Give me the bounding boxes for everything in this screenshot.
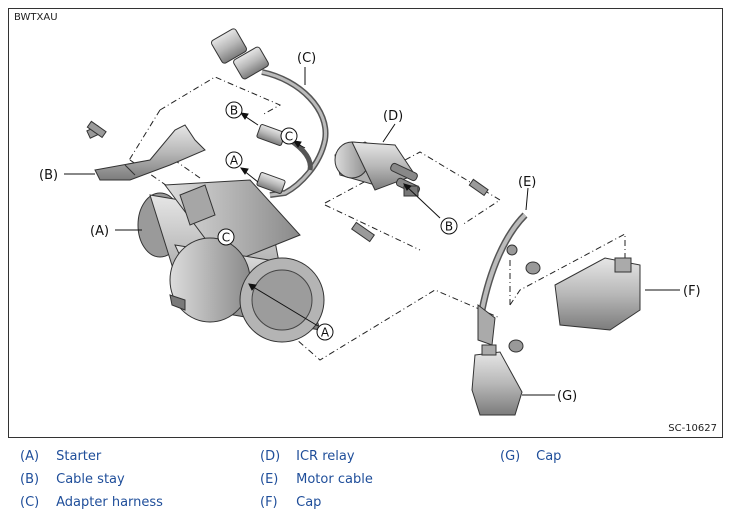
legend-item-d: (D) ICR relay — [260, 449, 355, 464]
legend-item-c: (C) Adapter harness — [20, 495, 163, 510]
figure-code-top-left: BWTXAU — [14, 12, 58, 23]
legend-label: ICR relay — [296, 449, 355, 464]
callout-d: (D) — [383, 109, 403, 124]
diagram-frame: BWTXAU SC-10627 — [8, 8, 723, 438]
legend-key: (G) — [500, 449, 521, 464]
cap-g — [471, 344, 523, 416]
starter-motor — [137, 179, 325, 343]
adapter-harness — [210, 28, 329, 198]
marker-c-starter: C — [222, 231, 230, 245]
exploded-view-diagram: (A) (B) (C) (D) (E) (F) (G) B A C C B A — [39, 28, 701, 416]
indicator-arrows — [239, 112, 441, 327]
icr-relay — [334, 141, 421, 197]
callout-b: (B) — [39, 168, 58, 183]
legend-key: (C) — [20, 495, 40, 510]
legend-label: Cap — [536, 449, 562, 464]
legend-label: Cap — [296, 495, 322, 510]
figure-code-bottom-right: SC-10627 — [668, 423, 717, 434]
legend-label: Starter — [56, 449, 102, 464]
callout-f: (F) — [683, 284, 701, 299]
callout-g: (G) — [557, 389, 577, 404]
cap-f — [554, 257, 641, 331]
legend-label: Cable stay — [56, 472, 125, 487]
marker-a-harness: A — [230, 154, 239, 168]
legend-item-g: (G) Cap — [500, 449, 561, 464]
legend-item-e: (E) Motor cable — [260, 472, 373, 487]
marker-b-harness: B — [230, 104, 238, 118]
parts-legend: (A) Starter (B) Cable stay (C) Adapter h… — [0, 442, 733, 519]
marker-a-starter: A — [321, 326, 330, 340]
legend-item-f: (F) Cap — [260, 495, 321, 510]
connection-markers — [217, 101, 458, 341]
marker-b-relay: B — [445, 220, 453, 234]
legend-key: (F) — [260, 495, 278, 510]
legend-item-a: (A) Starter — [20, 449, 101, 464]
callout-e: (E) — [518, 175, 536, 190]
marker-c-harness: C — [285, 130, 293, 144]
callout-c: (C) — [297, 51, 316, 66]
callout-a: (A) — [90, 224, 109, 239]
legend-key: (E) — [260, 472, 279, 487]
legend-item-b: (B) Cable stay — [20, 472, 125, 487]
legend-key: (B) — [20, 472, 40, 487]
legend-key: (D) — [260, 449, 281, 464]
bolts — [86, 120, 541, 353]
legend-key: (A) — [20, 449, 40, 464]
legend-label: Motor cable — [296, 472, 373, 487]
motor-cable — [477, 212, 528, 346]
legend-label: Adapter harness — [56, 495, 163, 510]
callout-leaders — [64, 67, 680, 396]
